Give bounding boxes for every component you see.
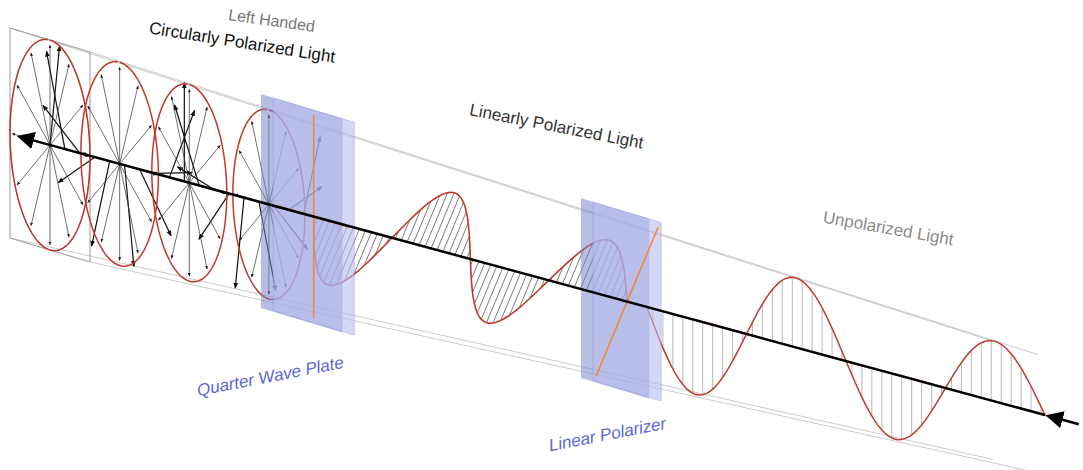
field-hatch: [1021, 368, 1022, 408]
frame-line: [90, 52, 1038, 354]
illustration-group: [10, 28, 1079, 470]
field-hatch: [481, 268, 502, 319]
field-spoke: [120, 125, 152, 164]
field-hatch: [772, 289, 773, 341]
field-spoke: [120, 164, 138, 253]
field-spoke: [119, 164, 120, 261]
field-vector: [140, 169, 172, 236]
plate-label: Quarter Wave Plate: [196, 354, 346, 401]
field-spoke: [158, 183, 189, 220]
field-hatch: [971, 350, 972, 395]
field-vector: [199, 194, 229, 240]
field-hatch: [901, 376, 902, 439]
field-hatch: [375, 235, 383, 255]
field-spoke: [50, 145, 83, 205]
field-spoke: [88, 164, 120, 203]
field-hatch: [425, 193, 448, 247]
frame-line: [10, 28, 993, 341]
field-hatch: [443, 202, 463, 251]
field-hatch: [1031, 386, 1032, 411]
field-hatch: [672, 314, 673, 369]
field-spoke: [119, 67, 120, 164]
field-hatch: [981, 343, 982, 398]
field-spoke: [101, 75, 119, 164]
field-hatch: [364, 234, 377, 266]
field-hatch: [881, 371, 882, 430]
field-hatch: [732, 330, 733, 361]
field-spoke: [88, 106, 120, 164]
field-hatch: [682, 317, 683, 385]
field-hatch: [961, 363, 962, 393]
handedness-label: Left Handed: [227, 6, 316, 36]
field-spoke: [31, 145, 50, 226]
field-hatch: [712, 325, 713, 389]
field-spoke: [50, 105, 83, 145]
field-hatch: [354, 232, 372, 274]
field-hatch: [692, 319, 693, 393]
field-spoke: [17, 145, 50, 185]
field-spoke: [189, 89, 190, 182]
field-hatch: [722, 328, 723, 378]
field-vector: [50, 46, 60, 145]
field-hatch: [437, 196, 459, 250]
field-spoke: [50, 145, 51, 245]
field-hatch: [407, 210, 420, 242]
field-hatch: [702, 322, 703, 395]
field-hatch: [487, 269, 509, 322]
propagation-axis: [20, 137, 1045, 415]
field-hatch: [911, 379, 912, 435]
field-spoke: [17, 85, 50, 145]
field-vector: [46, 51, 64, 149]
field-vector: [184, 83, 185, 182]
field-hatch: [891, 373, 892, 438]
field-vector: [125, 165, 134, 266]
field-hatch: [431, 193, 454, 249]
field-hatch: [461, 236, 469, 256]
field-hatch: [662, 311, 663, 348]
field-hatch: [921, 382, 922, 426]
field-hatch: [871, 368, 872, 416]
section-label: Unpolarized Light: [821, 209, 955, 250]
field-spoke: [31, 53, 50, 145]
field-spoke: [171, 97, 189, 183]
unpolarized-wave: [647, 277, 1045, 439]
field-hatch: [493, 271, 515, 323]
field-hatch: [792, 277, 793, 346]
field-hatch: [762, 304, 763, 338]
field-spoke: [50, 145, 69, 237]
field-hatch: [832, 328, 833, 357]
field-hatch: [474, 265, 490, 304]
field-spoke: [50, 64, 69, 145]
field-hatch: [812, 292, 813, 352]
field-hatch: [802, 281, 803, 349]
field-vector: [235, 198, 244, 288]
field-hatch: [822, 308, 823, 355]
field-hatch: [471, 261, 479, 279]
field-hatch: [449, 212, 466, 254]
frame-line: [10, 238, 993, 459]
field-spoke: [189, 183, 190, 276]
field-hatch: [991, 341, 992, 401]
field-vector: [177, 167, 214, 190]
field-spoke: [50, 45, 51, 145]
field-hatch: [782, 280, 783, 344]
field-spoke: [189, 145, 220, 182]
field-hatch: [401, 220, 409, 240]
field-hatch: [931, 384, 932, 411]
field-hatch: [1011, 354, 1012, 406]
field-spoke: [189, 183, 207, 269]
source-arrow: [1049, 416, 1079, 424]
linear-wave: [314, 192, 627, 323]
field-spoke: [120, 164, 152, 222]
field-vector: [169, 111, 194, 178]
section-label: Linearly Polarized Light: [468, 101, 645, 153]
field-hatch: [861, 365, 862, 397]
field-hatch: [455, 223, 468, 255]
field-hatch: [1001, 344, 1002, 403]
field-hatch: [473, 263, 485, 293]
plate-label: Linear Polarizer: [547, 415, 667, 456]
